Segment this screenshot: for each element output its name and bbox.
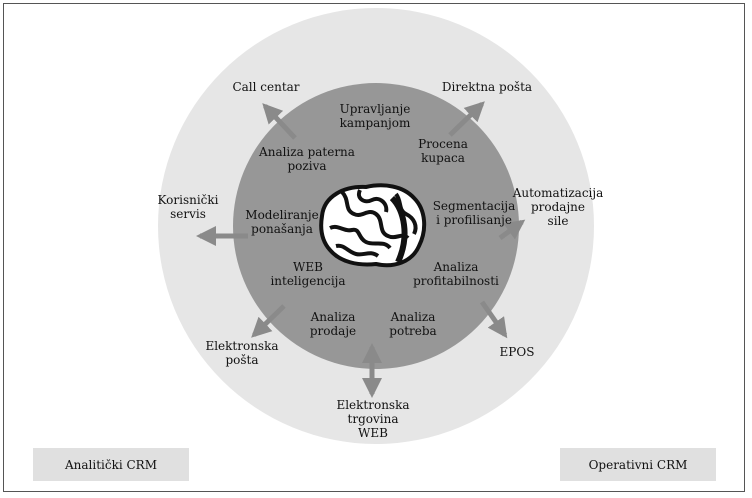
label-line: Call centar xyxy=(232,80,299,94)
label-line: Elektronska xyxy=(336,398,409,412)
label-line: WEB xyxy=(293,260,323,274)
label-line: prodajne xyxy=(531,200,585,214)
label-line: Analiza xyxy=(390,310,436,324)
label-line: poziva xyxy=(288,159,327,173)
label-line: i profilisanje xyxy=(436,213,512,227)
label-line: Analiza xyxy=(310,310,356,324)
label-epos: EPOS xyxy=(500,345,535,359)
arrow-elektronska-posta xyxy=(251,304,286,338)
label-line: WEB xyxy=(358,426,388,440)
label-line: Analiza paterna xyxy=(258,145,355,159)
label-call-centar: Call centar xyxy=(232,80,299,94)
label-line: kampanjom xyxy=(340,116,411,130)
label-line: pošta xyxy=(225,353,258,367)
label-line: Procena xyxy=(418,137,468,151)
arrow-automatizacija xyxy=(498,219,526,241)
label-line: Modeliranje xyxy=(245,208,318,222)
label-line: kupaca xyxy=(421,151,465,165)
label-line: potreba xyxy=(389,324,436,338)
label-line: Upravljanje xyxy=(340,102,411,116)
label-line: Analiza xyxy=(433,260,479,274)
label-direktna-posta: Direktna pošta xyxy=(442,80,532,94)
label-line: Automatizacija xyxy=(512,186,604,200)
label-line: trgovina xyxy=(348,412,399,426)
arrow-epos xyxy=(479,300,508,339)
label-line: servis xyxy=(170,207,206,221)
brain-icon xyxy=(319,183,427,268)
label-line: EPOS xyxy=(500,345,535,359)
arrows xyxy=(196,101,526,398)
label-line: Direktna pošta xyxy=(442,80,532,94)
arrow-direktna-posta xyxy=(448,101,485,137)
label-line: Segmentacija xyxy=(433,199,516,213)
label-line: profitabilnosti xyxy=(413,274,499,288)
label-line: Korisnički xyxy=(158,193,219,207)
analytic-crm-label: Analitički CRM xyxy=(33,448,189,481)
operative-crm-label: Operativni CRM xyxy=(560,448,716,481)
label-line: Elektronska xyxy=(205,339,278,353)
label-line: inteligencija xyxy=(270,274,345,288)
arrow-call-centar xyxy=(262,103,297,140)
label-line: ponašanja xyxy=(251,222,313,236)
label-line: sile xyxy=(548,214,569,228)
label-line: prodaje xyxy=(310,324,356,338)
